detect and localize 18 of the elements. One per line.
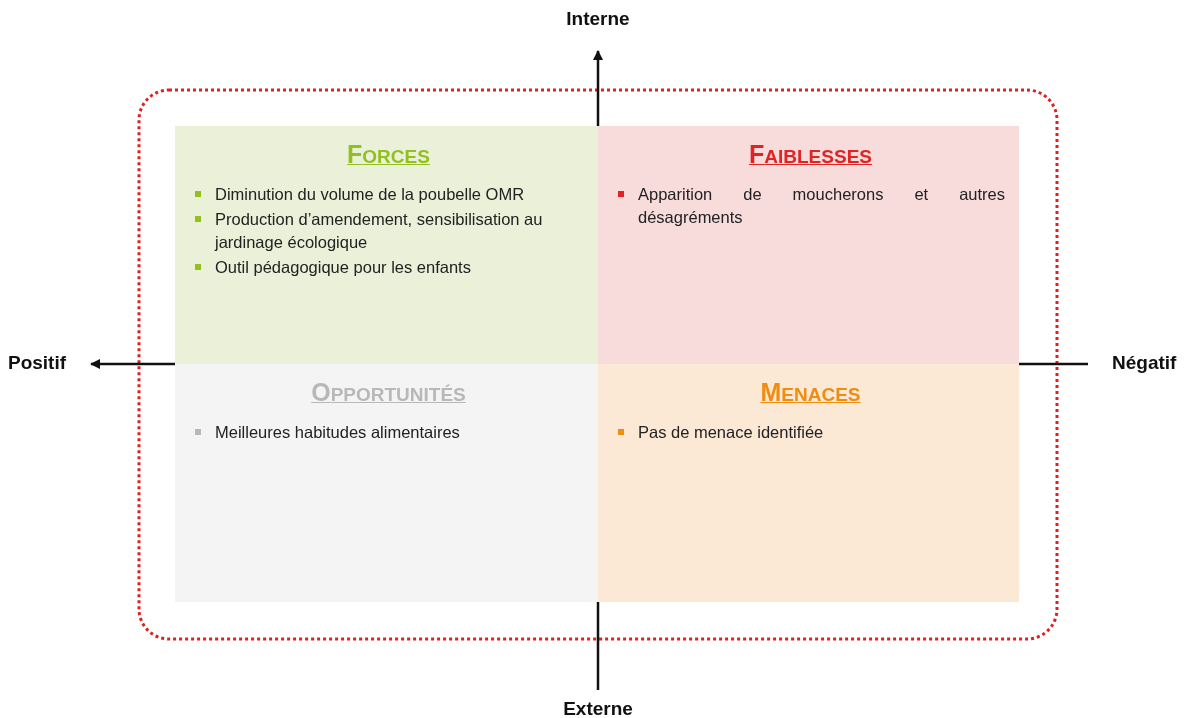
bullet-item: Diminution du volume de la poubelle OMR (193, 183, 584, 207)
quadrant-box (598, 126, 1019, 364)
quadrant-heading: FORCES (346, 140, 431, 169)
quadrant-heading: OPPORTUNITÉS (310, 378, 467, 407)
bullet-item: Apparition de moucherons et autres désagréments (616, 183, 1005, 230)
bullet-item: Production d’amendement, sensibilisation au jardinage écologique (193, 208, 584, 255)
axis-label: Interne (566, 8, 630, 30)
quadrant-box (598, 364, 1019, 602)
bullet-item: Outil pédagogique pour les enfants (193, 256, 584, 280)
quadrant-box (175, 126, 598, 364)
axis-label: Externe (563, 698, 633, 718)
quadrant-heading: MENACES (759, 378, 862, 407)
quadrant-box (175, 364, 598, 602)
axis-label: Positif (8, 352, 67, 374)
quadrant-heading: FAIBLESSES (748, 140, 873, 169)
bullet-item: Pas de menace identifiée (616, 421, 1005, 445)
axis-label: Négatif (1112, 352, 1177, 374)
bullet-item: Meilleures habitudes alimentaires (193, 421, 584, 445)
